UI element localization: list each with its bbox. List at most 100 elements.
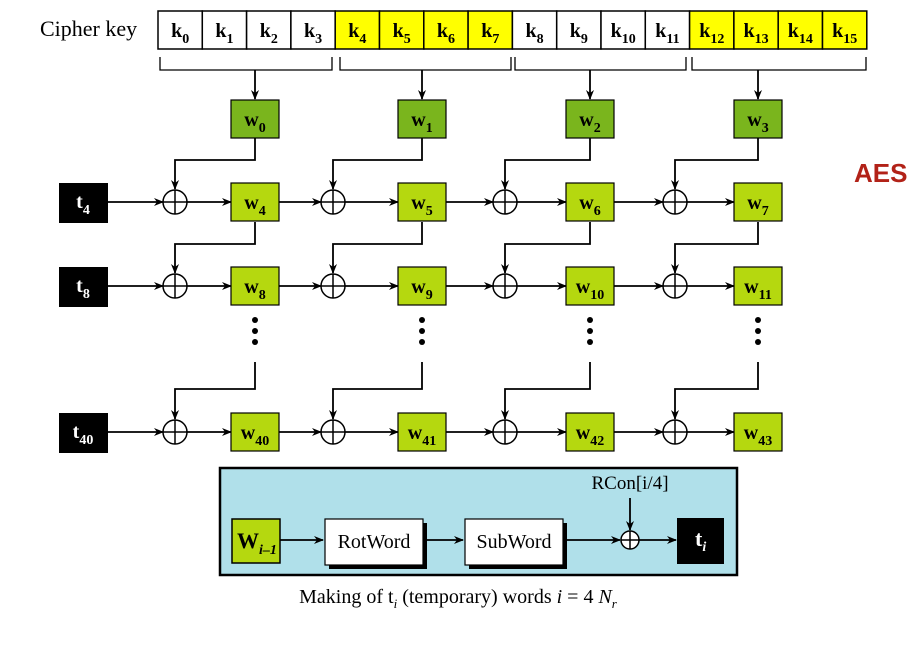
feedback-arrow	[329, 138, 423, 190]
key-cell-label: k1	[215, 20, 233, 47]
cipher-key-label: Cipher key	[40, 16, 137, 41]
initial-word-label: w2	[579, 109, 600, 136]
feedback-arrow	[671, 362, 759, 420]
expanded-word-box	[397, 412, 447, 452]
ellipsis-dot	[252, 339, 258, 345]
tword-panel: Wi–1 RotWord SubWord RCon[i/4] ti	[218, 466, 739, 577]
t-word-label: t8	[76, 275, 90, 302]
key-group-bracket	[339, 57, 512, 71]
feedback-arrow	[501, 362, 591, 420]
xor-icon	[620, 530, 640, 550]
rotword-box	[324, 518, 424, 566]
key-cell-label: k6	[437, 20, 455, 47]
feedback-arrow	[501, 222, 591, 274]
expanded-word-box	[230, 412, 280, 452]
key-cell-label: k8	[525, 20, 543, 47]
key-cell-label: k5	[393, 20, 411, 47]
expanded-word-box	[565, 266, 615, 306]
subword-box	[464, 518, 564, 566]
key-group-bracket	[691, 57, 867, 71]
slide-title: AES	[854, 158, 908, 188]
xor-icon	[662, 273, 688, 299]
key-cell-label: k12	[699, 20, 724, 47]
rcon-label: RCon[i/4]	[591, 473, 668, 494]
key-cell-label: k13	[743, 20, 768, 47]
xor-icon	[662, 189, 688, 215]
panel-input-label: Wi–1	[237, 528, 277, 558]
expanded-word-box	[733, 266, 783, 306]
key-cell	[688, 10, 735, 50]
expanded-word-label: w8	[244, 276, 265, 303]
xor-icon	[162, 273, 188, 299]
t-word-box	[59, 413, 108, 453]
expanded-word-box	[565, 182, 615, 222]
xor-icon	[320, 189, 346, 215]
key-cell-label: k0	[171, 20, 189, 47]
key-cell-label: k9	[570, 20, 588, 47]
rotword-label: RotWord	[338, 531, 411, 553]
ellipsis-dot	[755, 339, 761, 345]
t-word-label: t4	[76, 191, 90, 218]
feedback-arrow	[171, 362, 256, 420]
initial-word-box	[733, 99, 783, 139]
xor-icon	[662, 419, 688, 445]
key-cell-label: k7	[481, 20, 499, 47]
key-cell-label: k3	[304, 20, 322, 47]
ellipsis-dot	[419, 317, 425, 323]
subword-label: SubWord	[476, 531, 551, 553]
ellipsis-dot	[587, 317, 593, 323]
feedback-arrow	[171, 222, 256, 274]
key-cell-label: k4	[348, 20, 366, 47]
panel-caption: Making of ti (temporary) words i = 4 Nr	[299, 586, 617, 611]
ellipsis-dot	[587, 339, 593, 345]
key-cell-label: k2	[260, 20, 278, 47]
ellipsis-dot	[755, 328, 761, 334]
expanded-word-box	[733, 412, 783, 452]
t-word-label: t40	[73, 421, 94, 448]
initial-word-box	[565, 99, 615, 139]
key-cell	[157, 10, 204, 50]
expanded-word-box	[397, 266, 447, 306]
key-cell	[600, 10, 647, 50]
key-cell	[511, 10, 558, 50]
initial-word-box	[397, 99, 447, 139]
key-cell	[555, 10, 602, 50]
key-cell	[423, 10, 469, 50]
xor-icon	[492, 189, 518, 215]
xor-icon	[492, 419, 518, 445]
t-word-box	[59, 183, 108, 223]
key-cell-label: k11	[655, 20, 679, 47]
key-cell	[378, 10, 425, 50]
feedback-arrow	[671, 222, 759, 274]
key-group-bracket	[159, 57, 333, 71]
expanded-word-label: w6	[579, 192, 600, 219]
key-cell-label: k14	[788, 20, 813, 47]
feedback-arrow	[671, 138, 759, 190]
expanded-word-label: w10	[576, 276, 604, 303]
key-cell	[467, 10, 514, 50]
key-cell	[821, 10, 868, 50]
initial-word-box	[230, 99, 280, 139]
expanded-word-box	[565, 412, 615, 452]
expanded-word-label: w41	[408, 422, 436, 449]
expanded-word-box	[230, 182, 280, 222]
expanded-word-label: w9	[411, 276, 432, 303]
expanded-word-label: w42	[576, 422, 604, 449]
feedback-arrow	[171, 138, 256, 190]
expanded-word-label: w7	[747, 192, 768, 219]
expanded-word-label: w4	[244, 192, 265, 219]
initial-word-label: w1	[411, 109, 432, 136]
expanded-word-label: w40	[241, 422, 269, 449]
ellipsis-dot	[252, 328, 258, 334]
ellipsis-dot	[419, 328, 425, 334]
panel-output-label: ti	[695, 526, 706, 555]
key-cell	[290, 10, 336, 50]
key-cell-label: k10	[611, 20, 636, 47]
ellipsis-dot	[252, 317, 258, 323]
xor-icon	[162, 189, 188, 215]
